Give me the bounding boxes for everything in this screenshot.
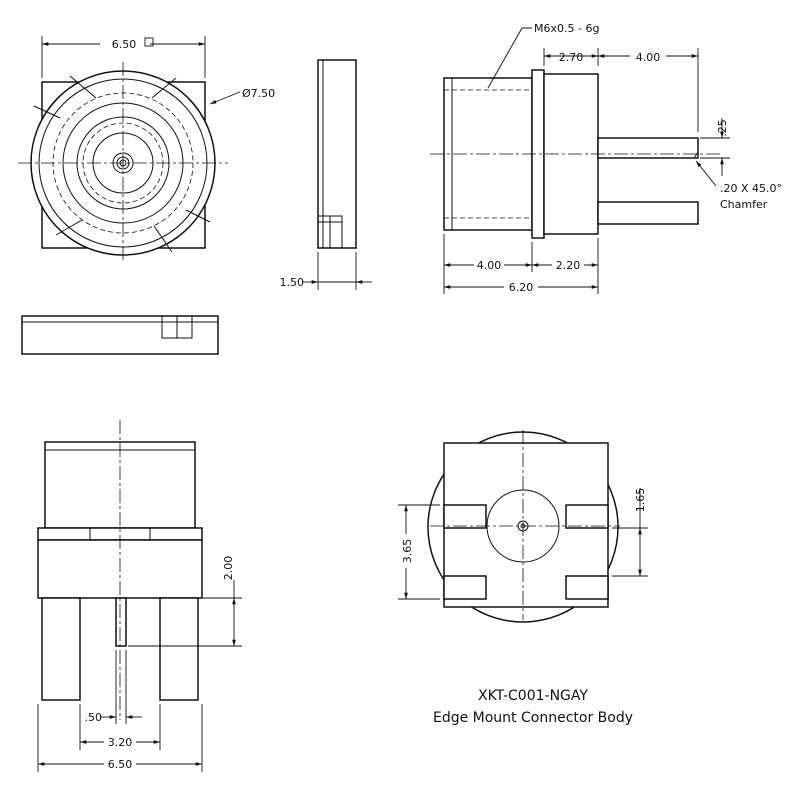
dim-tab-offset: 1.65 [634,488,647,513]
dim-tab-height: 3.65 [401,539,414,564]
dim-overall-length: 6.20 [509,281,534,294]
dim-top-width: 6.50 [112,38,137,51]
title-block: XKT-C001-NGAY Edge Mount Connector Body [433,688,633,726]
square-symbol [144,37,154,47]
dim-pin-height: 2.00 [222,556,235,581]
dim-thread-length: 2.70 [559,51,584,64]
dim-bottom-width: 6.50 [108,758,133,771]
dim-diameter: Ø7.50 [242,87,275,100]
part-description: Edge Mount Connector Body [433,710,633,726]
part-number: XKT-C001-NGAY [478,688,588,704]
dim-pin-extension: 4.00 [636,51,661,64]
dim-body-length: 4.00 [477,259,502,272]
edge-view [21,315,219,355]
dim-pin-spacing: 3.20 [108,736,133,749]
top-view: 6.50 Ø7.50 [18,36,275,262]
dim-chamfer-label: Chamfer [720,198,768,211]
front-view: 2.00 .50 3.20 6.50 [37,420,242,772]
dim-chamfer: .20 X 45.0° [720,182,782,195]
profile-view: M6x0.5 - 6g 2.70 4.00 .25 .20 X 45.0° Ch… [430,22,782,294]
bottom-view: 3.65 1.65 [398,430,648,623]
dim-flange-length: 2.20 [556,259,581,272]
dim-pin-thickness: .25 [716,119,729,137]
dim-pin-dia: .50 [85,711,103,724]
side-view: 1.50 [280,59,372,290]
dim-thread: M6x0.5 - 6g [534,22,599,35]
dim-side-thickness: 1.50 [280,276,305,289]
